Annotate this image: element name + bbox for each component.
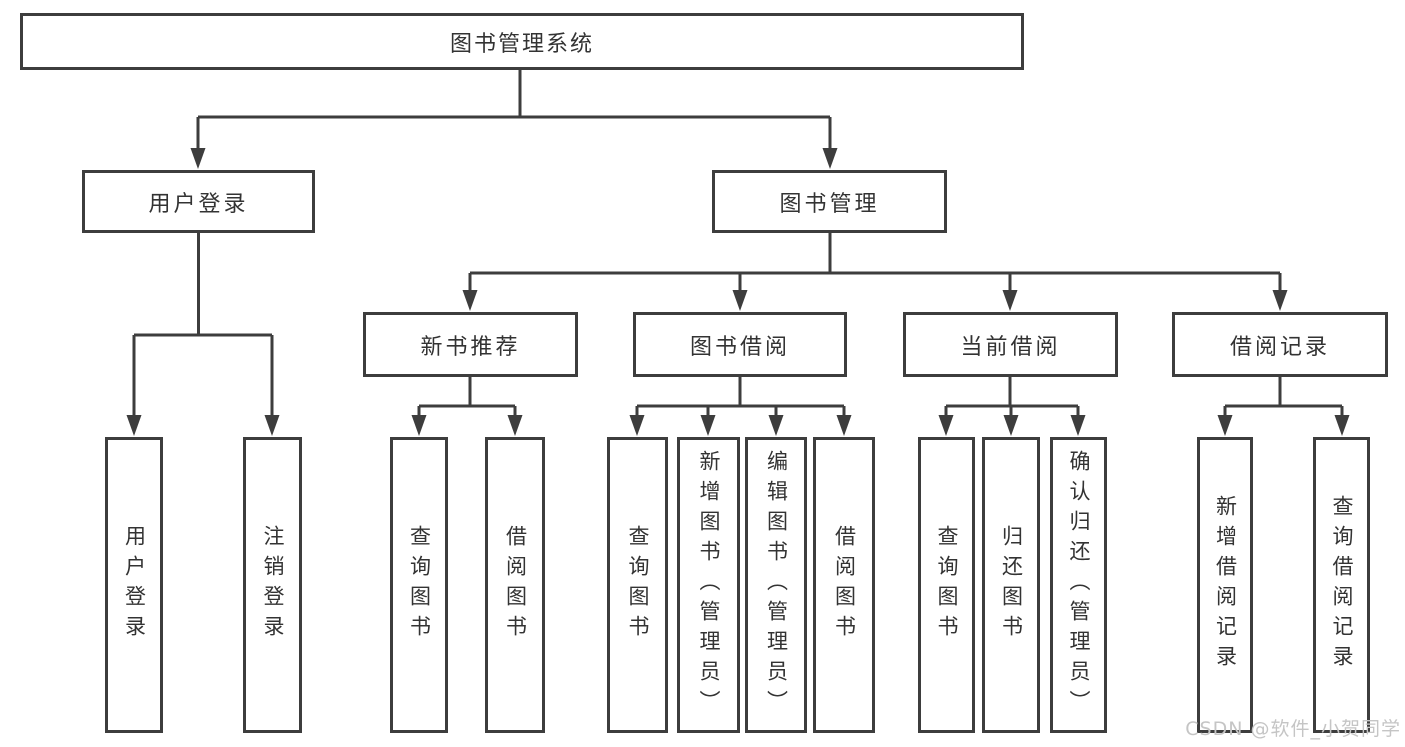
leaf-query-borrow-record: 查询借阅记录 bbox=[1313, 437, 1370, 733]
leaf-add-borrow-record: 新增借阅记录 bbox=[1197, 437, 1253, 733]
node-book-borrow: 图书借阅 bbox=[633, 312, 847, 377]
node-new-book-recommend: 新书推荐 bbox=[363, 312, 578, 377]
leaf-query-books-current: 查询图书 bbox=[918, 437, 975, 733]
node-current-borrow: 当前借阅 bbox=[903, 312, 1118, 377]
leaf-borrow-books-recommend: 借阅图书 bbox=[485, 437, 545, 733]
csdn-watermark: CSDN @软件_小贺同学 bbox=[1185, 718, 1401, 740]
leaf-return-books: 归还图书 bbox=[982, 437, 1040, 733]
node-borrow-records: 借阅记录 bbox=[1172, 312, 1388, 377]
leaf-edit-book-admin: 编辑图书（管理员） bbox=[745, 437, 807, 733]
node-library-system: 图书管理系统 bbox=[20, 13, 1024, 70]
leaf-query-books-recommend: 查询图书 bbox=[390, 437, 448, 733]
leaf-query-books-borrow: 查询图书 bbox=[607, 437, 668, 733]
leaf-add-book-admin: 新增图书（管理员） bbox=[677, 437, 740, 733]
leaf-confirm-return-admin: 确认归还（管理员） bbox=[1050, 437, 1107, 733]
node-user-login: 用户登录 bbox=[82, 170, 315, 233]
node-book-management: 图书管理 bbox=[712, 170, 947, 233]
leaf-logout: 注销登录 bbox=[243, 437, 302, 733]
leaf-user-login: 用户登录 bbox=[105, 437, 163, 733]
leaf-borrow-books: 借阅图书 bbox=[813, 437, 875, 733]
